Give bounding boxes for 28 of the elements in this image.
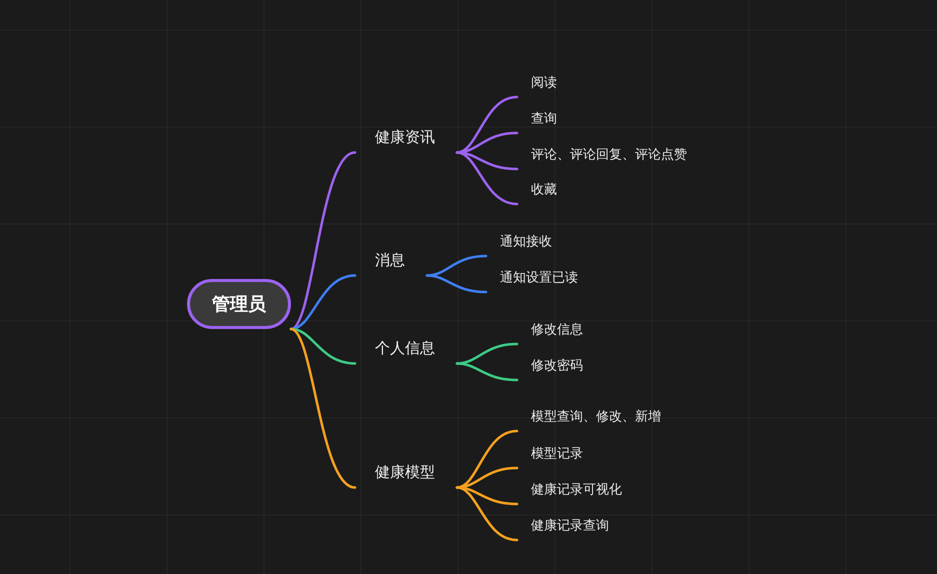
branch-topic: 个人信息 bbox=[355, 332, 457, 364]
branch-topic: 消息 bbox=[355, 244, 427, 276]
connector-line bbox=[456, 151, 518, 206]
connector-line bbox=[290, 274, 356, 330]
leaf-topic: 模型记录 bbox=[517, 440, 587, 468]
leaf-topic: 修改信息 bbox=[517, 316, 587, 344]
root-node: 管理员 bbox=[187, 279, 291, 329]
leaf-topic: 通知设置已读 bbox=[486, 264, 582, 292]
leaf-topic: 健康记录查询 bbox=[517, 512, 613, 540]
leaf-topic: 评论、评论回复、评论点赞 bbox=[517, 141, 691, 169]
branch-topic: 健康资讯 bbox=[355, 122, 457, 152]
branch-topic: 健康模型 bbox=[355, 456, 457, 488]
leaf-topic: 收藏 bbox=[517, 176, 561, 204]
connector-line bbox=[456, 466, 518, 489]
leaf-topic: 阅读 bbox=[517, 69, 561, 97]
leaf-topic: 模型查询、修改、新增 bbox=[517, 403, 665, 431]
connector-line bbox=[456, 486, 518, 542]
leaf-topic: 通知接收 bbox=[486, 228, 556, 256]
leaf-topic: 健康记录可视化 bbox=[517, 476, 626, 504]
connector-line bbox=[290, 328, 356, 489]
connector-line bbox=[456, 362, 518, 382]
connector-line bbox=[456, 342, 518, 365]
connector-line bbox=[456, 132, 518, 154]
leaf-topic: 查询 bbox=[517, 105, 561, 133]
connector-line bbox=[426, 254, 488, 277]
leaf-topic: 修改密码 bbox=[517, 352, 587, 380]
connector-line bbox=[426, 274, 488, 294]
connector-line bbox=[290, 151, 356, 330]
